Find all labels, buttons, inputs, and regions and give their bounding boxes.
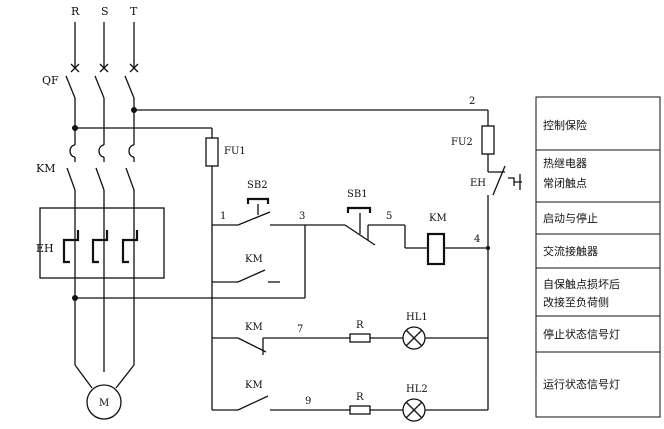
- lamp-hl2: [402, 398, 426, 422]
- node-7-label: 7: [297, 324, 303, 335]
- node-4-label: 4: [474, 234, 480, 245]
- fu2-label: FU2: [451, 137, 473, 148]
- motor: M: [86, 384, 122, 420]
- power-lines: QF KM: [36, 22, 488, 420]
- thermal-nc-contact: [487, 165, 522, 410]
- node-9-label: 9: [305, 396, 311, 407]
- legend-row-1: 控制保险: [543, 118, 587, 132]
- phase-t-label: T: [130, 5, 138, 18]
- eh-main-label: EH: [36, 242, 54, 255]
- fu1-label: FU1: [224, 146, 246, 157]
- fuse-fu1: [205, 137, 219, 167]
- km-no-contact: [237, 395, 350, 411]
- start-button-sb2: [237, 197, 271, 226]
- km-holding-contact: [212, 269, 280, 283]
- lamp-hl1: [402, 326, 426, 350]
- breaker-qf: [65, 63, 139, 99]
- km-nc-contact: [237, 337, 267, 355]
- km-hold-label: KM: [245, 254, 263, 265]
- sb2-label: SB2: [247, 180, 268, 191]
- legend-row-5b: 改接至负荷侧: [543, 295, 609, 309]
- stop-button-sb1: [344, 206, 376, 246]
- legend-table: 控制保险 热继电器 常闭触点 启动与停止 交流接触器 自保触点损坏后 改接至负荷…: [535, 96, 661, 418]
- km-coil: [426, 232, 446, 266]
- phase-s-label: S: [101, 5, 109, 18]
- sb1-label: SB1: [347, 189, 368, 200]
- r2-label: R: [356, 392, 364, 403]
- node-5-label: 5: [386, 211, 392, 222]
- r1-label: R: [356, 320, 364, 331]
- phase-r-label: R: [71, 5, 80, 18]
- qf-label: QF: [42, 74, 59, 87]
- legend-row-4: 交流接触器: [543, 244, 598, 258]
- eh-ctrl-label: EH: [470, 178, 486, 189]
- motor-label: M: [99, 398, 109, 409]
- resistor-r1: [349, 333, 371, 343]
- hl2-label: HL2: [406, 384, 428, 395]
- legend-row-2a: 热继电器: [543, 157, 587, 170]
- hl1-label: HL1: [406, 312, 428, 323]
- km-run-label: KM: [245, 380, 263, 391]
- fuse-fu2: [481, 125, 495, 155]
- legend-row-3: 启动与停止: [543, 211, 598, 225]
- km-coil-label: KM: [429, 213, 447, 224]
- phase-labels: R S T: [71, 5, 138, 18]
- control-circuit: FU1 2 FU2 EH 1 SB2 3: [205, 96, 522, 422]
- legend-row-6: 停止状态信号灯: [543, 327, 620, 341]
- legend-row-5a: 自保触点损坏后: [543, 277, 620, 291]
- km-stop-label: KM: [245, 322, 263, 333]
- node-3-label: 3: [299, 211, 305, 222]
- km-main-label: KM: [36, 162, 55, 175]
- legend-row-2b: 常闭触点: [543, 176, 587, 190]
- thermal-relay-eh: [39, 207, 165, 279]
- contactor-km-main: [66, 144, 135, 191]
- node-2-label: 2: [469, 96, 475, 107]
- legend-row-7: 运行状态信号灯: [543, 377, 620, 391]
- node-1-label: 1: [220, 211, 226, 222]
- resistor-r2: [349, 405, 371, 415]
